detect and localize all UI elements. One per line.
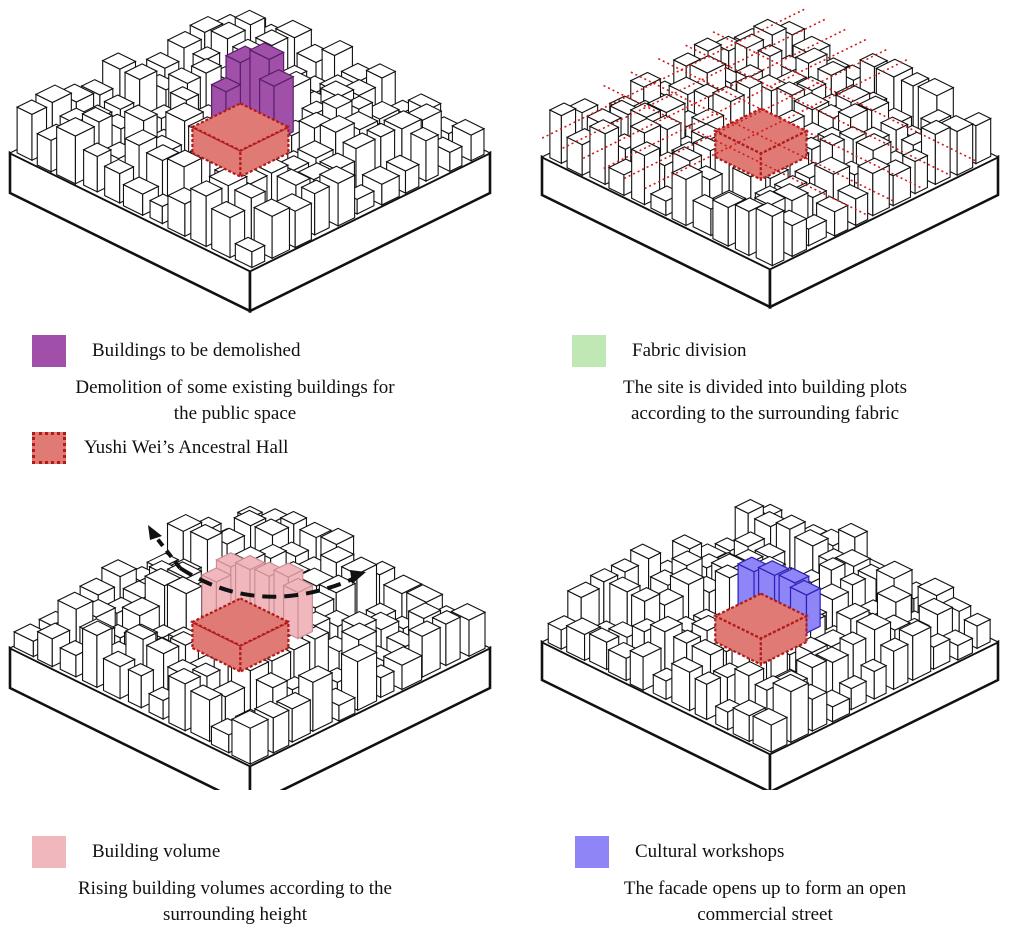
building-block [123,63,159,130]
fabric-grid-lines [541,8,976,216]
building-block [754,202,786,267]
building-block [693,671,722,721]
caption-demolition: Demolition of some existing buildings fo… [30,375,440,427]
iso-model-demolition [8,9,492,314]
caption-volume: Rising building volumes according to the… [20,876,450,928]
caption-workshops: The facade opens up to form an open comm… [560,876,970,928]
model-group [540,498,1000,790]
volume-swatch [32,836,66,868]
caption-line-2: surrounding height [162,904,308,925]
model-group [8,505,492,790]
building-block [815,195,850,237]
ancestral-hall [712,592,809,667]
legend-label-hall: Yushi Wei’s Ancestral Hall [84,437,289,458]
building-block [670,164,704,227]
building-block [859,658,888,700]
building-block [230,709,270,766]
building-block [879,637,910,691]
hall-swatch [32,432,66,464]
building-block [234,236,266,269]
caption-line-1: Demolition of some existing buildings fo… [75,377,395,398]
ancestral-hall [189,597,291,674]
fabric-swatch [572,335,606,367]
legend-fabric: Fabric division [572,335,747,367]
caption-fabric: The site is divided into building plots … [560,375,970,427]
legend-label-demolished: Buildings to be demolished [92,340,301,361]
caption-line-2: according to the surrounding fabric [630,403,900,424]
iso-model-volume [8,505,492,790]
legend-label-volume: Building volume [92,841,221,862]
legend-workshops: Cultural workshops [575,836,784,868]
legend-label-fabric: Fabric division [632,340,747,361]
iso-model-workshops [540,498,1000,790]
movement-arrows [148,525,366,599]
caption-line-1: Rising building volumes according to the [78,878,392,899]
legend-ancestral-hall: Yushi Wei’s Ancestral Hall [32,432,288,464]
caption-line-1: The site is divided into building plots [623,377,907,398]
ancestral-hall [189,102,291,179]
model-group [8,9,492,314]
caption-line-1: The facade opens up to form an open [623,878,907,899]
ancestral-hall [712,107,809,182]
building-block [189,180,224,248]
demolish-swatch [32,335,66,367]
caption-line-2: commercial street [697,904,833,925]
iso-model-fabric [540,8,1000,310]
building-block [451,118,486,162]
building-block [751,707,789,754]
caption-line-2: the public space [173,403,297,424]
legend-label-workshops: Cultural workshops [635,841,785,862]
workshop-swatch [575,836,609,868]
legend-volume: Building volume [32,836,220,868]
panel-cultural-workshops: Cultural workshops The facade opens up t… [530,470,1012,931]
model-group [540,8,1000,310]
panel-fabric-division: Fabric division The site is divided into… [530,0,1012,460]
building-block [210,200,246,259]
panel-building-volume: Building volume Rising building volumes … [0,470,500,931]
legend-demolished: Buildings to be demolished [32,335,300,367]
panel-demolition: Buildings to be demolished Demolition of… [0,0,500,464]
building-block [81,620,114,689]
building-block [548,102,577,165]
